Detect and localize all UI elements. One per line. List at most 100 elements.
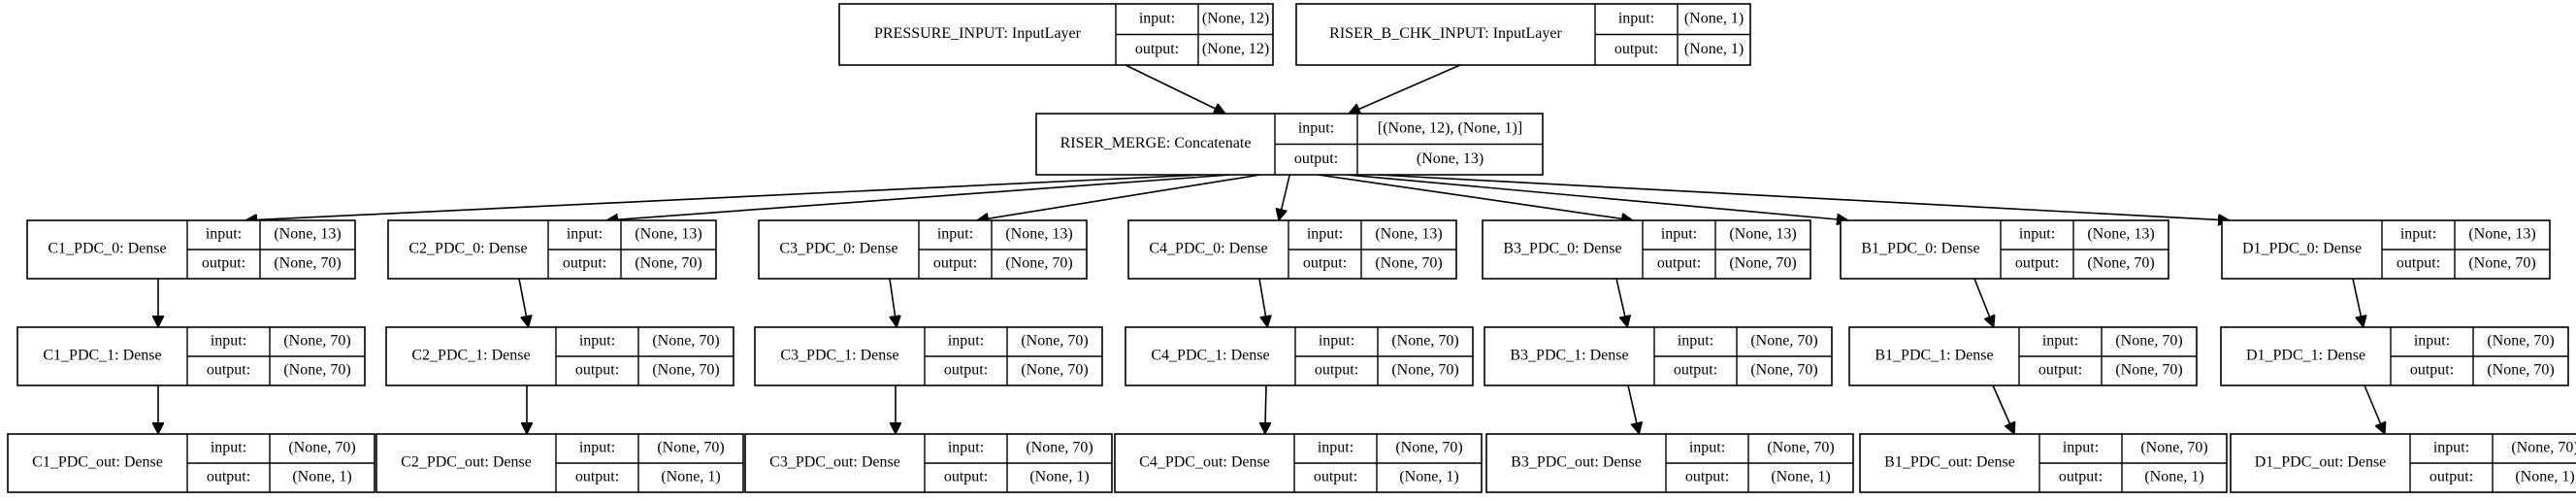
input-shape: (None, 13) xyxy=(1729,226,1796,243)
layer-title: D1_PDC_1: Dense xyxy=(2246,348,2365,364)
layer-title: C2_PDC_0: Dense xyxy=(408,241,527,257)
layer-title: RISER_MERGE: Concatenate xyxy=(1060,135,1252,151)
layer-title: C3_PDC_1: Dense xyxy=(780,348,898,364)
input-shape: (None, 70) xyxy=(2511,440,2576,456)
input-shape: (None, 70) xyxy=(288,440,355,456)
layer-title: B1_PDC_1: Dense xyxy=(1875,348,1993,364)
output-label: output: xyxy=(1303,255,1347,272)
edge-c3-pdc-0-to-c3-pdc-1 xyxy=(889,278,897,327)
input-label: input: xyxy=(579,440,615,456)
input-shape: (None, 70) xyxy=(1391,333,1458,350)
edge-riser-merge-to-b3-pdc-0 xyxy=(1318,174,1633,220)
edge-b3-pdc-1-to-b3-pdc-out xyxy=(1627,384,1639,434)
layer-title: C2_PDC_1: Dense xyxy=(411,348,530,364)
input-label: input: xyxy=(211,333,246,350)
nodes: PRESSURE_INPUT: InputLayerinput:output:(… xyxy=(7,3,2576,493)
output-shape: (None, 70) xyxy=(1729,255,1796,272)
input-shape: (None, 70) xyxy=(2140,440,2207,456)
output-shape: (None, 1) xyxy=(1029,469,1089,485)
input-label: input: xyxy=(1319,333,1354,350)
input-shape: (None, 70) xyxy=(1750,333,1817,350)
layer-title: C3_PDC_0: Dense xyxy=(779,241,897,257)
input-label: input: xyxy=(579,333,615,350)
input-shape: (None, 13) xyxy=(2087,226,2154,243)
layer-title: B1_PDC_out: Dense xyxy=(1884,454,2015,471)
input-shape: (None, 13) xyxy=(1005,226,1072,243)
input-label: input: xyxy=(948,333,984,350)
layer-node-b1-pdc-out: B1_PDC_out: Dense input: output: (None, 70)… xyxy=(1859,433,2228,493)
edge-riser-merge-to-b1-pdc-0 xyxy=(1346,174,1848,220)
edge-riser-merge-to-c4-pdc-0 xyxy=(1279,174,1291,220)
output-shape: (None, 70) xyxy=(1750,362,1817,379)
input-label: input: xyxy=(2063,440,2099,456)
edge-c4-pdc-1-to-c4-pdc-out xyxy=(1265,384,1266,434)
edge-riser-b-chk-input-to-riser-merge xyxy=(1349,64,1461,114)
input-shape: (None, 70) xyxy=(1767,440,1834,456)
edge-pressure-input-to-riser-merge xyxy=(1125,64,1225,114)
output-shape: (None, 70) xyxy=(1021,362,1088,379)
output-shape: (None, 12) xyxy=(1202,41,1269,57)
edge-riser-merge-to-c3-pdc-0 xyxy=(977,174,1260,220)
layer-title: C1_PDC_1: Dense xyxy=(43,348,161,364)
input-shape: (None, 13) xyxy=(274,226,341,243)
output-label: output: xyxy=(2038,362,2082,379)
edge-riser-merge-to-d1-pdc-0 xyxy=(1377,174,2230,220)
edge-c2-pdc-0-to-c2-pdc-1 xyxy=(518,278,529,327)
output-label: output: xyxy=(2429,469,2473,485)
layer-title: C2_PDC_out: Dense xyxy=(401,454,532,471)
output-shape: (None, 70) xyxy=(652,362,719,379)
input-shape: (None, 70) xyxy=(283,333,350,350)
output-label: output: xyxy=(1685,469,1729,485)
input-shape: (None, 1) xyxy=(1684,10,1744,26)
input-shape: [(None, 12), (None, 1)] xyxy=(1378,119,1522,136)
output-shape: (None, 1) xyxy=(2515,469,2574,485)
output-label: output: xyxy=(1294,150,1338,167)
layer-title: B1_PDC_0: Dense xyxy=(1861,241,1979,257)
layer-title: C4_PDC_1: Dense xyxy=(1151,348,1269,364)
output-label: output: xyxy=(2059,469,2103,485)
input-label: input: xyxy=(1298,119,1334,136)
input-shape: (None, 70) xyxy=(2487,333,2554,350)
output-shape: (None, 70) xyxy=(2487,362,2554,379)
output-shape: (None, 70) xyxy=(2087,255,2154,272)
edge-d1-pdc-1-to-d1-pdc-out xyxy=(2364,384,2385,434)
layer-title: B3_PDC_0: Dense xyxy=(1503,241,1621,257)
input-label: input: xyxy=(2019,226,2055,243)
output-shape: (None, 1) xyxy=(661,469,720,485)
input-label: input: xyxy=(1139,10,1175,26)
output-label: output: xyxy=(1135,41,1179,57)
input-label: input: xyxy=(1618,10,1654,26)
input-label: input: xyxy=(1689,440,1725,456)
output-label: output: xyxy=(1674,362,1717,379)
input-label: input: xyxy=(2400,226,2436,243)
edge-b1-pdc-1-to-b1-pdc-out xyxy=(1992,384,2014,434)
edge-b1-pdc-0-to-b1-pdc-1 xyxy=(1973,278,1994,327)
output-label: output: xyxy=(933,255,977,272)
layer-title: B3_PDC_1: Dense xyxy=(1510,348,1628,364)
layer-node-riser-merge: RISER_MERGE: Concatenate input: output: [(N… xyxy=(1035,113,1544,176)
input-label: input: xyxy=(2042,333,2078,350)
edge-riser-merge-to-c2-pdc-0 xyxy=(606,174,1231,220)
input-label: input: xyxy=(1307,226,1343,243)
layer-title: C4_PDC_0: Dense xyxy=(1149,241,1267,257)
layer-title: C1_PDC_0: Dense xyxy=(48,241,166,257)
output-label: output: xyxy=(207,362,250,379)
output-shape: (None, 1) xyxy=(1684,41,1744,57)
output-shape: (None, 70) xyxy=(1375,255,1442,272)
edge-c4-pdc-0-to-c4-pdc-1 xyxy=(1258,278,1267,327)
input-shape: (None, 70) xyxy=(652,333,719,350)
layer-node-riser-b-chk-input: RISER_B_CHK_INPUT: InputLayerinput:outpu… xyxy=(1295,3,1751,66)
output-label: output: xyxy=(2397,255,2440,272)
input-label: input: xyxy=(1661,226,1697,243)
